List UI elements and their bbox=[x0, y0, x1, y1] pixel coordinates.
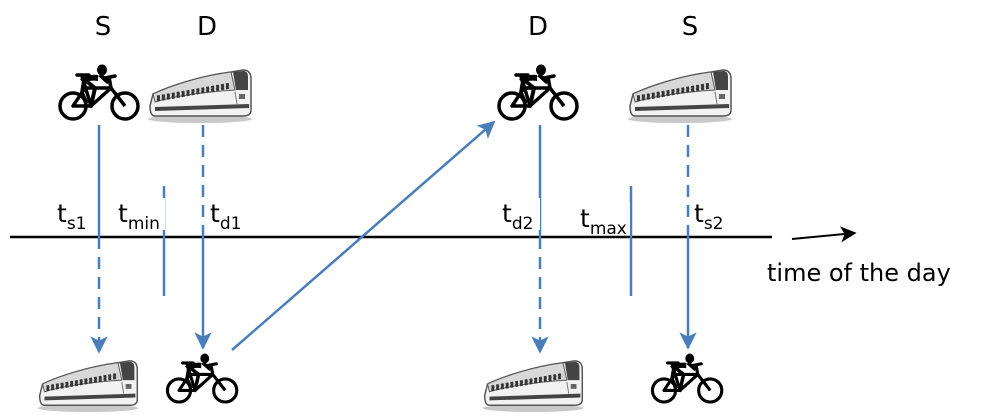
svg-text:ts1: ts1 bbox=[57, 199, 87, 234]
left-destination-label: D bbox=[197, 12, 217, 42]
right-destination-label: D bbox=[528, 12, 548, 42]
svg-text:tmax: tmax bbox=[580, 204, 627, 239]
left-source-label: S bbox=[95, 12, 112, 42]
svg-text:td1: td1 bbox=[210, 199, 241, 234]
train-icon bbox=[626, 68, 734, 124]
svg-text:ts2: ts2 bbox=[694, 199, 724, 234]
train-icon bbox=[146, 68, 254, 124]
bicycle-icon bbox=[650, 351, 724, 404]
tmin-label: tmin bbox=[117, 198, 165, 234]
svg-text:tmin: tmin bbox=[118, 199, 160, 234]
train-icon bbox=[36, 359, 140, 413]
td1-label: td1 bbox=[207, 198, 247, 234]
ts2-label: ts2 bbox=[691, 198, 733, 234]
svg-text:td2: td2 bbox=[502, 199, 533, 234]
td2-label: td2 bbox=[498, 198, 540, 234]
right-source-label: S bbox=[682, 12, 699, 42]
bicycle-icon bbox=[58, 62, 140, 121]
ts1-label: ts1 bbox=[54, 198, 96, 234]
time-direction-arrow bbox=[791, 226, 857, 243]
tmax-label: tmax bbox=[578, 203, 630, 239]
bicycle-icon bbox=[497, 62, 579, 121]
axis-label: time of the day bbox=[767, 259, 951, 287]
transfer-arrow bbox=[231, 120, 496, 351]
bicycle-icon bbox=[165, 351, 239, 404]
train-icon bbox=[481, 359, 585, 413]
